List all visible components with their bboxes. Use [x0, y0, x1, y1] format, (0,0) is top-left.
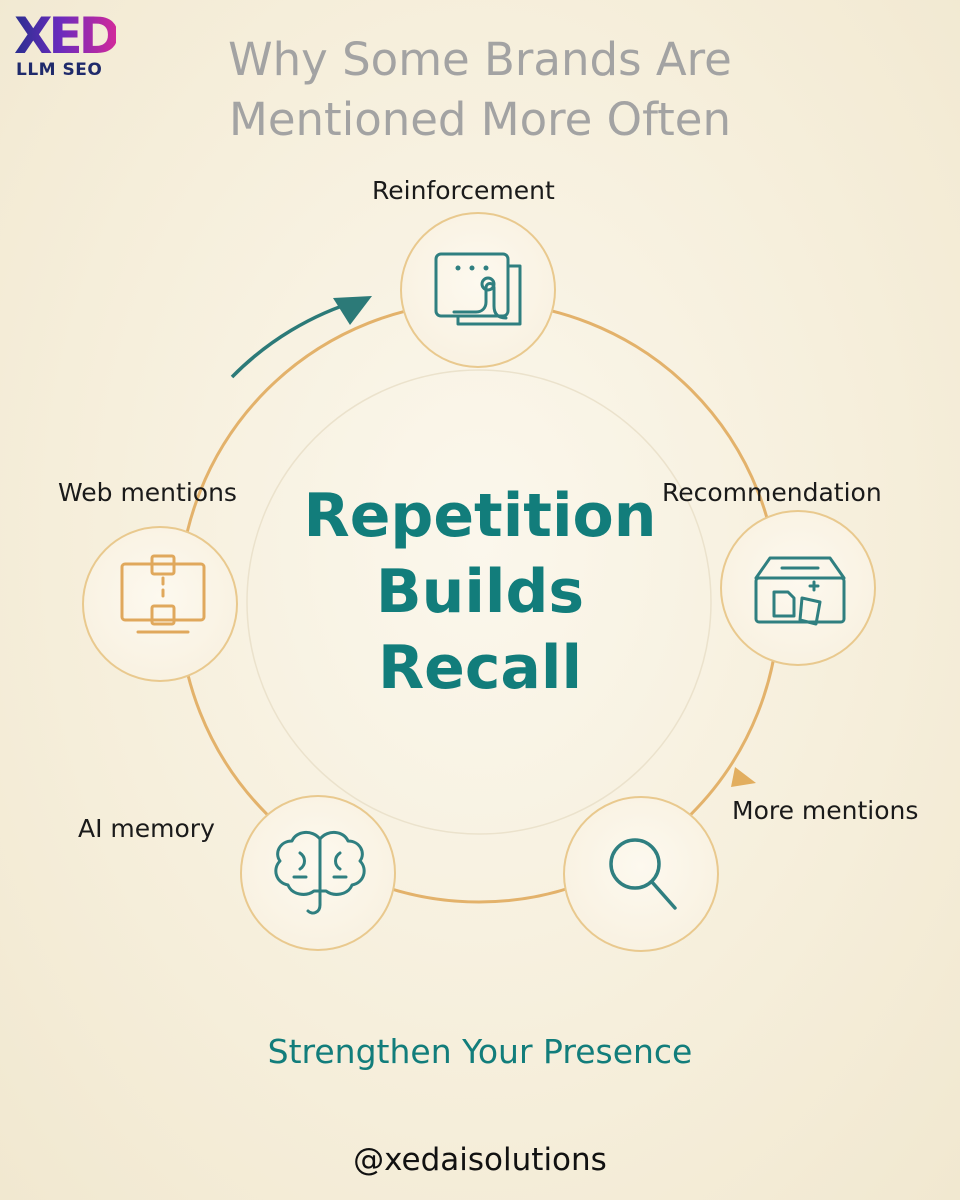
center-headline-line-1: Repetition	[303, 481, 657, 551]
box-documents-icon	[754, 556, 846, 626]
brand-logo: XED LLM SEO	[14, 10, 124, 82]
page-title: Why Some Brands Are Mentioned More Often	[120, 30, 840, 150]
page-title-line-2: Mentioned More Often	[229, 93, 731, 146]
node-label-ai-memory: AI memory	[78, 814, 215, 843]
node-more-mentions	[563, 796, 719, 952]
node-label-recommendation: Recommendation	[662, 478, 882, 507]
node-label-reinforcement: Reinforcement	[372, 176, 555, 205]
node-ai-memory	[240, 795, 396, 951]
node-recommendation	[720, 510, 876, 666]
node-web-mentions	[82, 526, 238, 682]
center-headline-line-2: Builds	[375, 557, 585, 627]
center-headline: Repetition Builds Recall	[250, 478, 710, 706]
inner-guide-ring	[246, 369, 712, 835]
node-label-more-mentions: More mentions	[732, 796, 919, 825]
web-panel-icon	[120, 554, 206, 634]
browser-hand-icon	[434, 252, 522, 326]
brain-icon	[274, 831, 366, 915]
logo-mark: XED	[14, 7, 120, 65]
tagline: Strengthen Your Presence	[267, 1032, 693, 1071]
center-headline-line-3: Recall	[377, 633, 583, 703]
node-label-web-mentions: Web mentions	[58, 478, 237, 507]
logo-subtitle: LLM SEO	[16, 60, 103, 80]
magnifier-icon	[609, 838, 677, 910]
cycle-arrowhead-teal	[333, 296, 372, 325]
social-handle: @xedaisolutions	[353, 1142, 607, 1178]
page-title-line-1: Why Some Brands Are	[228, 33, 732, 86]
node-reinforcement	[400, 212, 556, 368]
cycle-arrowhead-gold	[731, 767, 756, 787]
